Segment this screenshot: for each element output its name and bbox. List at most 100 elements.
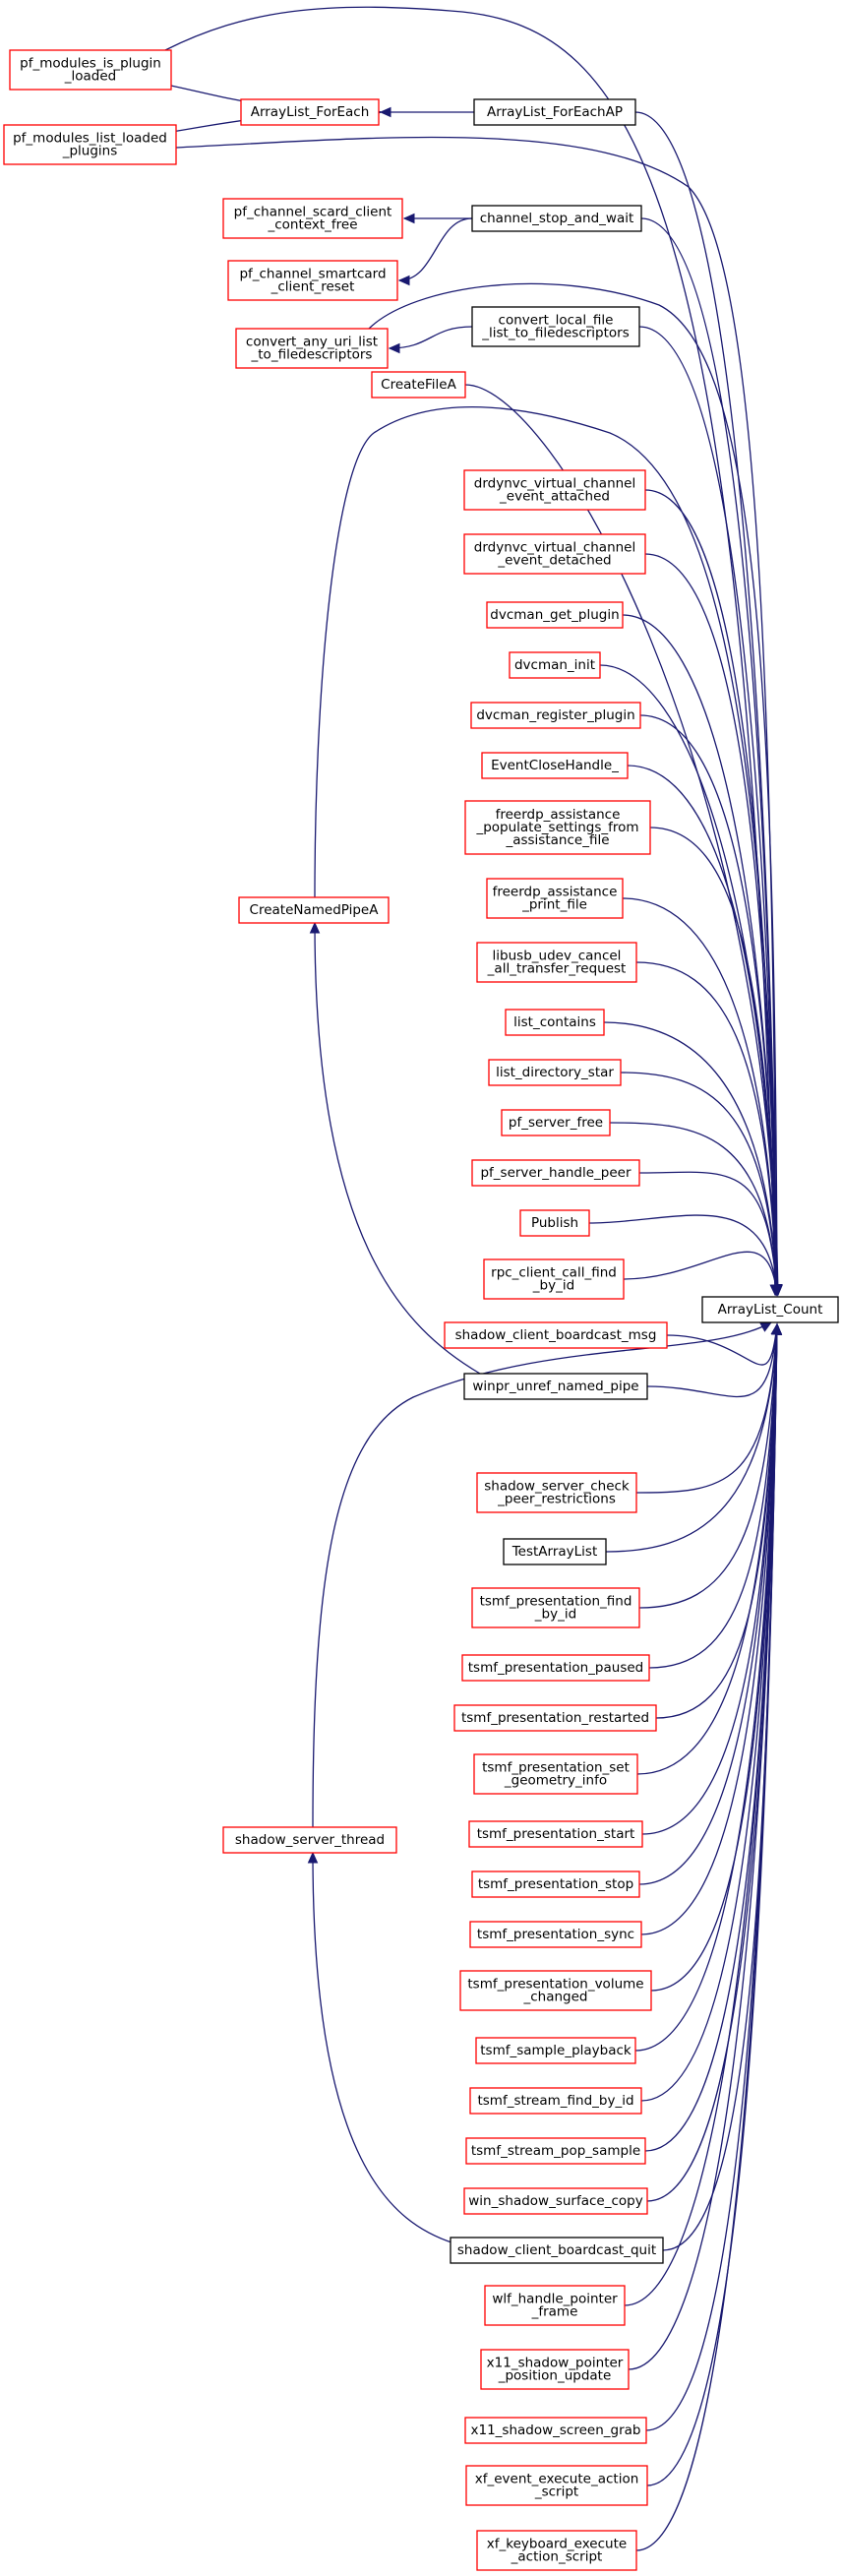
graph-node-stop-wait[interactable]: channel_stop_and_wait (471, 205, 642, 232)
node-label: _plugins (62, 144, 118, 159)
node-label: _by_id (534, 1607, 576, 1623)
node-label: tsmf_stream_find_by_id (477, 2093, 633, 2109)
graph-node-list-contains[interactable]: list_contains (505, 1009, 605, 1036)
graph-node-register-plugin[interactable]: dvcman_register_plugin (470, 702, 641, 729)
edge-libusb-to-count (635, 961, 778, 1296)
node-label: dvcman_get_plugin (490, 607, 619, 623)
node-box (501, 1109, 611, 1136)
graph-node-x11-grab[interactable]: x11_shadow_screen_grab (464, 2417, 647, 2444)
graph-node-server-free[interactable]: pf_server_free (501, 1109, 611, 1136)
node-box (227, 260, 398, 301)
graph-node-stream-pop[interactable]: tsmf_stream_pop_sample (465, 2137, 646, 2165)
graph-node-pres-geometry[interactable]: tsmf_presentation_set_geometry_info (473, 1753, 638, 1795)
graph-node-list-loaded[interactable]: pf_modules_list_loaded_plugins (3, 124, 177, 165)
graph-node-scard-free[interactable]: pf_channel_scard_client_context_free (222, 198, 403, 239)
node-label: _peer_restrictions (497, 1492, 616, 1507)
node-box (444, 1321, 668, 1349)
edge-detached-to-count (644, 553, 778, 1296)
graph-node-testarraylist[interactable]: TestArrayList (503, 1538, 607, 1565)
node-box (240, 98, 380, 126)
graph-node-sample-playback[interactable]: tsmf_sample_playback (475, 2037, 636, 2064)
graph-node-publish[interactable]: Publish (519, 1209, 590, 1237)
graph-node-pres-stop[interactable]: tsmf_presentation_stop (471, 1871, 640, 1898)
node-box (465, 2465, 648, 2506)
node-label: ArrayList_ForEach (251, 104, 370, 120)
graph-node-libusb[interactable]: libusb_udev_cancel_all_transfer_request (476, 942, 637, 983)
graph-node-rpc-find[interactable]: rpc_client_call_find_by_id (483, 1258, 625, 1300)
graph-node-surface-copy[interactable]: win_shadow_surface_copy (463, 2187, 648, 2215)
graph-node-xf-keyboard[interactable]: xf_keyboard_execute_action_script (476, 2530, 637, 2571)
node-box (470, 702, 641, 729)
graph-node-createfilea[interactable]: CreateFileA (371, 371, 466, 399)
edge-populate-to-count (649, 827, 778, 1296)
graph-node-pres-volume[interactable]: tsmf_presentation_volume_changed (459, 1970, 652, 2011)
graph-node-list-dir[interactable]: list_directory_star (488, 1059, 622, 1086)
edge-arrowhead (771, 1322, 783, 1335)
edge-shadow_thread-to-count (312, 1321, 772, 1828)
graph-node-pres-paused[interactable]: tsmf_presentation_paused (461, 1654, 650, 1682)
graph-node-count: ArrayList_Count (701, 1296, 839, 1323)
node-label: _loaded (64, 69, 116, 85)
node-box (235, 328, 389, 369)
edge-foreachap-to-count (634, 111, 778, 1296)
graph-node-shadow-thread[interactable]: shadow_server_thread (222, 1826, 397, 1854)
graph-node-pres-start[interactable]: tsmf_presentation_start (468, 1820, 643, 1848)
graph-node-boardcast-quit[interactable]: shadow_client_boardcast_quit (450, 2237, 664, 2264)
graph-node-stream-find[interactable]: tsmf_stream_find_by_id (469, 2087, 642, 2115)
node-label: convert_any_uri_list (246, 335, 378, 350)
node-box (486, 601, 624, 629)
graph-node-pres-restarted[interactable]: tsmf_presentation_restarted (453, 1704, 657, 1732)
graph-node-unref-pipe[interactable]: winpr_unref_named_pipe (463, 1373, 648, 1400)
edge-sample_playback-to-count (634, 1323, 778, 2052)
edge-arrowhead (379, 106, 391, 118)
graph-node-x11-pointer[interactable]: x11_shadow_pointer_position_update (480, 2349, 630, 2390)
node-box (476, 942, 637, 983)
node-box (464, 800, 651, 855)
node-box (469, 2087, 642, 2115)
node-box (476, 2530, 637, 2571)
graph-node-local-file[interactable]: convert_local_file_list_to_filedescripto… (471, 306, 640, 347)
graph-node-populate[interactable]: freerdp_assistance_populate_settings_fro… (464, 800, 651, 855)
graph-node-pres-find[interactable]: tsmf_presentation_find_by_id (471, 1587, 640, 1628)
node-box (463, 469, 646, 511)
node-box (505, 1009, 605, 1036)
graph-node-foreach[interactable]: ArrayList_ForEach (240, 98, 380, 126)
graph-node-attached[interactable]: drdynvc_virtual_channel_event_attached (463, 469, 646, 511)
edge-is_plugin-to-count (164, 6, 776, 1296)
graph-node-eventclose[interactable]: EventCloseHandle_ (481, 752, 629, 779)
graph-node-smartcard-reset[interactable]: pf_channel_smartcard_client_reset (227, 260, 398, 301)
graph-node-dvcman-init[interactable]: dvcman_init (509, 651, 601, 679)
graph-node-wlf-pointer[interactable]: wlf_handle_pointer_frame (484, 2285, 626, 2326)
graph-node-createnamedpipe[interactable]: CreateNamedPipeA (238, 896, 390, 924)
node-label: list_contains (513, 1014, 596, 1030)
edge-check_peer-to-count (635, 1323, 778, 1494)
graph-node-xf-action[interactable]: xf_event_execute_action_script (465, 2465, 648, 2506)
graph-node-boardcast-msg[interactable]: shadow_client_boardcast_msg (444, 1321, 668, 1349)
node-box (509, 651, 601, 679)
node-box (503, 1538, 607, 1565)
edge-xf_keyboard-to-count (635, 1323, 778, 2551)
node-label: CreateFileA (381, 377, 456, 393)
edge-arrowhead (402, 213, 415, 224)
graph-node-foreachap[interactable]: ArrayList_ForEachAP (473, 98, 636, 126)
graph-node-detached[interactable]: drdynvc_virtual_channel_event_detached (463, 533, 646, 575)
edge-boardcast_msg-to-count (666, 1323, 778, 1366)
edge-createfilea-to-count (464, 384, 778, 1296)
edge-server_free-to-count (609, 1122, 778, 1296)
node-label: _assistance_file (505, 832, 609, 848)
graph-node-check-peer[interactable]: shadow_server_check_peer_restrictions (476, 1472, 637, 1513)
graph-node-any-uri[interactable]: convert_any_uri_list_to_filedescriptors (235, 328, 389, 369)
node-box (473, 98, 636, 126)
node-label: drdynvc_virtual_channel (474, 540, 636, 556)
graph-node-is-plugin[interactable]: pf_modules_is_plugin_loaded (9, 49, 172, 91)
node-box (464, 2417, 647, 2444)
graph-node-print-file[interactable]: freerdp_assistance_print_file (486, 878, 624, 919)
graph-node-get-plugin[interactable]: dvcman_get_plugin (486, 601, 624, 629)
edge-pres_sync-to-count (640, 1323, 778, 1935)
graph-node-handle-peer[interactable]: pf_server_handle_peer (471, 1159, 640, 1187)
edge-unref_pipe-to-count (646, 1323, 778, 1398)
graph-node-pres-sync[interactable]: tsmf_presentation_sync (469, 1921, 642, 1948)
node-box (461, 1654, 650, 1682)
node-box (483, 1258, 625, 1300)
node-label: xf_event_execute_action (475, 2472, 639, 2487)
